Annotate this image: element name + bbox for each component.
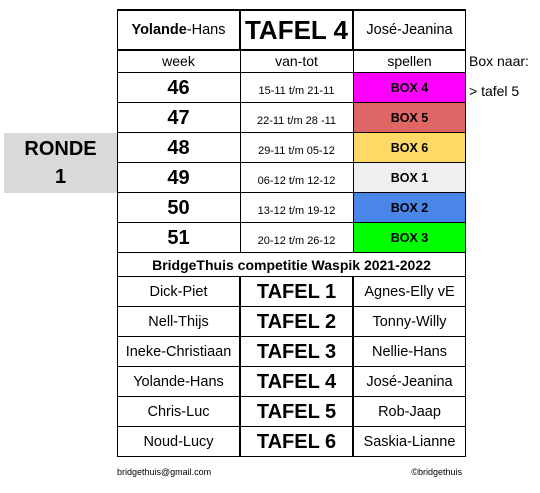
- table-ns-pair: Noud-Lucy: [143, 434, 214, 450]
- competition-title: BridgeThuis competitie Waspik 2021-2022: [152, 257, 431, 273]
- grid-line: [117, 10, 118, 457]
- grid-line: [117, 366, 466, 367]
- footer-email: bridgethuis@gmail.com: [117, 467, 212, 477]
- table-ew-pair: Nellie-Hans: [372, 344, 447, 360]
- grid-line: [117, 222, 466, 223]
- schedule-box: BOX 3: [353, 223, 466, 253]
- schedule-week: 49: [167, 166, 190, 189]
- schedule-week: 47: [167, 106, 190, 129]
- header-left-pair: Yolande-Hans: [117, 10, 240, 50]
- grid-line: [240, 50, 241, 253]
- schedule-box: BOX 5: [353, 103, 466, 133]
- schedule-range: 22-11 t/m 28 -11: [256, 115, 337, 127]
- table-number: TAFEL 4: [256, 370, 337, 393]
- grid-line: [465, 10, 466, 457]
- grid-line: [117, 72, 466, 73]
- footer-copyright: ©bridgethuis: [411, 467, 462, 477]
- schedule-box: BOX 4: [353, 73, 466, 103]
- box-to-note: > tafel 5: [469, 83, 520, 99]
- round-label: RONDE: [24, 137, 97, 160]
- table-number: TAFEL 1: [256, 280, 337, 303]
- table-ns-pair: Dick-Piet: [149, 284, 208, 300]
- col-box-to-heading: Box naar:: [469, 53, 529, 69]
- grid-line: [239, 277, 241, 457]
- col-week-heading: week: [162, 53, 195, 69]
- header-left-pair-rest: -Hans: [186, 22, 226, 38]
- round-number: 1: [54, 165, 67, 188]
- table-number: TAFEL 3: [256, 340, 337, 363]
- schedule-range: 13-12 t/m 19-12: [257, 205, 336, 217]
- table-ns-pair: Chris-Luc: [147, 404, 210, 420]
- grid-line: [353, 50, 354, 253]
- grid-line: [117, 192, 466, 193]
- table-ns-pair: Ineke-Christiaan: [125, 344, 232, 360]
- table-number: TAFEL 5: [256, 400, 337, 423]
- schedule-week: 51: [167, 226, 190, 249]
- table-ew-pair: Saskia-Lianne: [363, 434, 456, 450]
- table-ew-pair: Agnes-Elly vE: [364, 284, 455, 300]
- schedule-range: 06-12 t/m 12-12: [257, 175, 336, 187]
- schedule-week: 50: [167, 196, 190, 219]
- grid-line: [117, 396, 466, 397]
- grid-line: [352, 10, 354, 50]
- schedule-week: 48: [167, 136, 190, 159]
- grid-line: [117, 162, 466, 163]
- schedule-box: BOX 6: [353, 133, 466, 163]
- grid-line: [117, 456, 466, 457]
- table-ew-pair: Tonny-Willy: [372, 314, 447, 330]
- grid-line: [117, 102, 466, 103]
- table-number: TAFEL 6: [256, 430, 337, 453]
- grid-line: [239, 10, 241, 50]
- table-ns-pair: Nell-Thijs: [148, 314, 209, 330]
- schedule-range: 29-11 t/m 05-12: [258, 145, 335, 157]
- grid-line: [117, 252, 466, 253]
- table-ew-pair: Rob-Jaap: [378, 404, 441, 420]
- header-left-pair-bold: Yolande: [131, 22, 187, 38]
- grid-line: [117, 336, 466, 337]
- header-table-title: TAFEL 4: [244, 14, 349, 45]
- schedule-box: BOX 1: [353, 163, 466, 193]
- table-ew-pair: José-Jeanina: [366, 374, 453, 390]
- grid-line: [117, 276, 466, 277]
- col-range-heading: van-tot: [275, 53, 318, 69]
- schedule-range: 15-11 t/m 21-11: [258, 85, 335, 97]
- col-games-heading: spellen: [387, 53, 432, 69]
- grid-line: [117, 9, 466, 11]
- schedule-week: 46: [167, 76, 190, 99]
- schedule-range: 20-12 t/m 26-12: [257, 235, 336, 247]
- grid-line: [117, 49, 466, 51]
- table-ns-pair: Yolande-Hans: [133, 374, 224, 390]
- grid-line: [352, 277, 354, 457]
- grid-line: [117, 426, 466, 427]
- round-block: RONDE 1: [4, 133, 117, 193]
- grid-line: [117, 132, 466, 133]
- table-number: TAFEL 2: [256, 310, 337, 333]
- grid-line: [117, 306, 466, 307]
- schedule-box: BOX 2: [353, 193, 466, 223]
- header-right-pair: José-Jeanina: [366, 22, 453, 38]
